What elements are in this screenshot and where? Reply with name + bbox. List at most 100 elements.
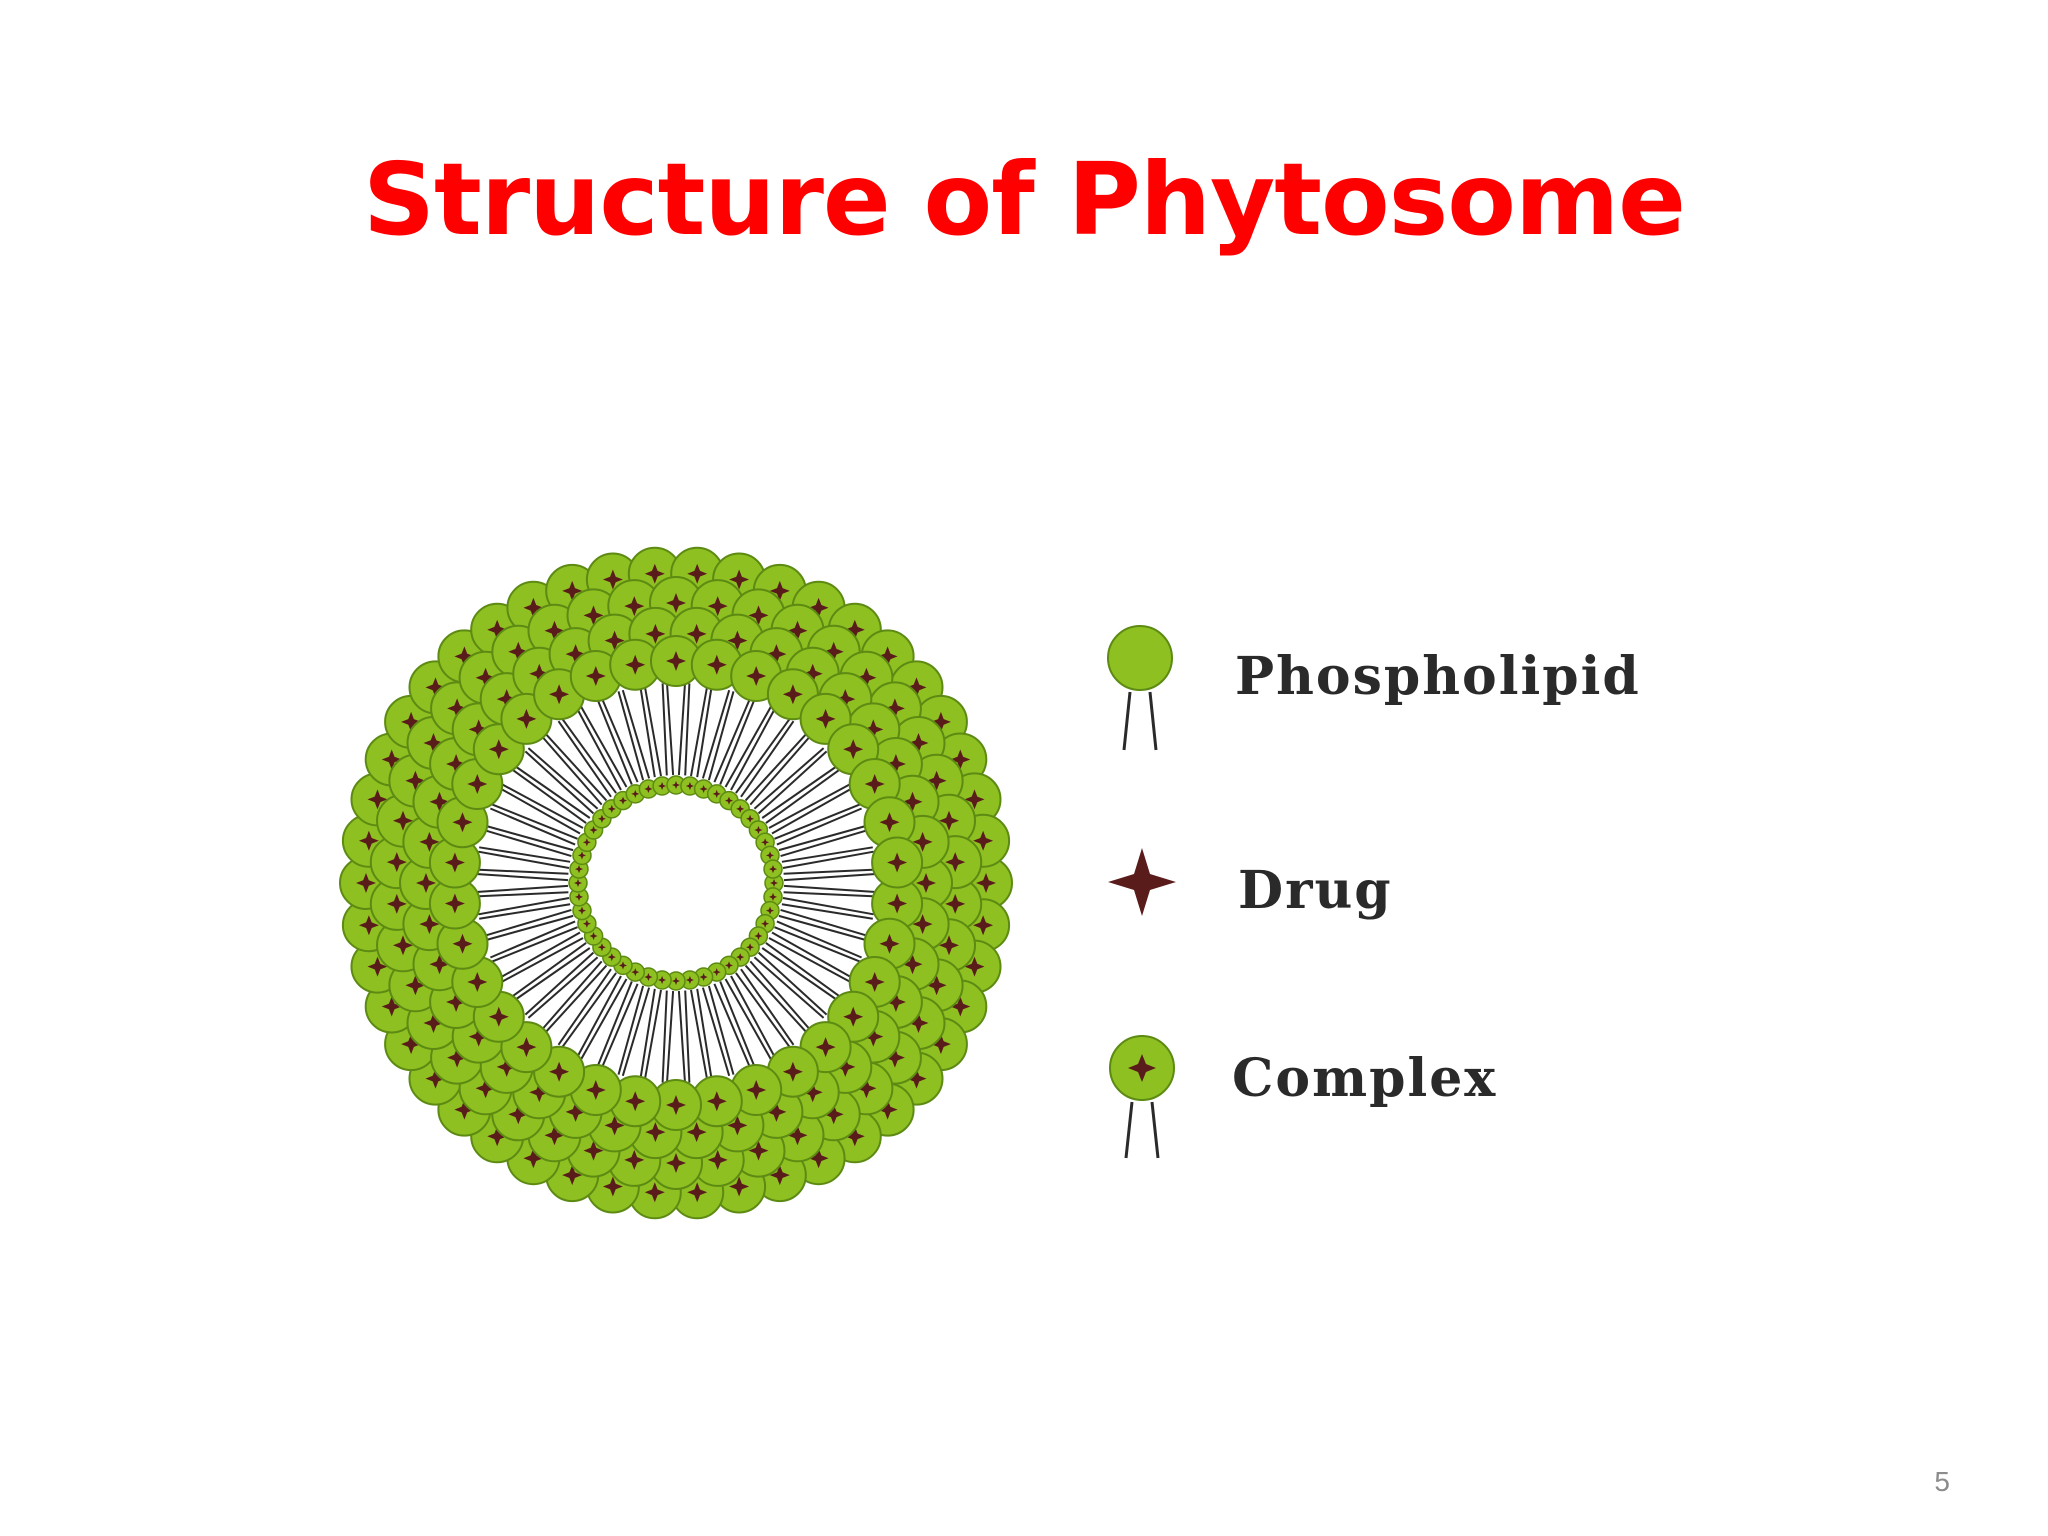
drug-star-icon — [562, 1165, 583, 1186]
drug-star-icon — [358, 915, 379, 936]
drug-star-icon — [856, 1078, 877, 1099]
drug-star-icon — [769, 1165, 790, 1186]
lipid-tail — [707, 691, 735, 781]
lipid-tail — [490, 807, 576, 846]
drug-star-icon — [624, 1149, 645, 1170]
drug-star-icon — [706, 1091, 727, 1112]
drug-star-icon — [401, 711, 422, 732]
lipid-tail — [768, 783, 851, 829]
drug-star-icon — [964, 789, 985, 810]
drug-star-icon — [645, 623, 666, 644]
legend-item-phospholipid: Phospholipid — [1107, 625, 1639, 751]
drug-star-icon — [583, 605, 604, 626]
drug-star-icon — [644, 785, 653, 793]
lipid-tail — [780, 908, 870, 938]
legend-label-complex: Complex — [1232, 1048, 1497, 1109]
drug-star-icon — [766, 851, 774, 860]
drug-star-icon — [475, 1078, 496, 1099]
drug-star-icon — [802, 1082, 823, 1103]
lipid-tail — [476, 868, 569, 875]
phospholipid-icon — [1107, 625, 1173, 751]
drug-star-icon — [666, 1095, 686, 1115]
drug-star-icon — [823, 1104, 844, 1125]
drug-star-icon — [950, 996, 971, 1017]
lipid-tail — [707, 985, 735, 1075]
drug-star-icon — [687, 1182, 708, 1203]
lipid-tail — [757, 951, 828, 1016]
drug-star-icon — [565, 644, 586, 665]
drug-star-icon — [973, 830, 994, 851]
drug-star-icon — [912, 914, 933, 935]
lipid-tail — [479, 903, 571, 920]
drug-star-icon — [631, 968, 640, 977]
lipid-tail — [690, 685, 709, 777]
lipid-tail — [781, 903, 873, 920]
drug-star-icon — [672, 977, 680, 985]
drug-star-icon — [549, 1061, 570, 1082]
drug-star-icon — [706, 654, 727, 675]
lipid-tail — [478, 897, 570, 916]
drug-star-icon — [386, 852, 407, 873]
drug-star-icon — [906, 677, 927, 698]
drug-star-icon — [885, 754, 906, 774]
drug-star-icon — [864, 774, 885, 794]
lipid-tail — [666, 683, 675, 776]
lipid-tail — [778, 914, 868, 942]
lipid-tail — [639, 988, 656, 1080]
drug-star-icon — [906, 1068, 927, 1089]
drug-star-icon — [815, 708, 836, 729]
lipid-tail — [768, 937, 851, 983]
lipid-tail — [499, 787, 581, 835]
drug-star-icon — [467, 774, 488, 794]
lipid-tail — [643, 989, 662, 1081]
drug-star-icon — [585, 1080, 606, 1100]
drug-star-icon — [973, 915, 994, 936]
drug-star-icon — [419, 914, 440, 935]
lipid-tail — [783, 868, 876, 875]
lipid-tail — [561, 972, 617, 1048]
drug-star-icon — [393, 935, 413, 956]
drug-star-icon — [488, 1006, 509, 1027]
drug-star-icon — [574, 879, 582, 887]
lipid-tail — [482, 828, 572, 858]
lipid-tail — [482, 908, 572, 938]
lipid-tail — [774, 803, 861, 840]
lipid-tail — [753, 747, 825, 810]
lipid-tail — [478, 850, 570, 869]
lipid-tail — [543, 731, 608, 802]
drug-star-icon — [386, 893, 407, 914]
drug-star-icon — [575, 892, 583, 901]
drug-star-icon — [631, 789, 640, 798]
lipid-tail — [782, 897, 874, 916]
lipid-tail — [781, 846, 873, 863]
drug-star-icon — [761, 838, 770, 847]
drug-star-icon — [727, 1115, 748, 1136]
drug-star-icon — [964, 956, 985, 977]
drug-star-icon — [544, 1125, 565, 1146]
drug-star-icon — [729, 1176, 750, 1197]
legend: Phospholipid Drug Complex — [1107, 625, 1639, 1159]
drug-star-icon — [926, 770, 947, 791]
drug-star-icon — [908, 733, 929, 753]
legend-item-drug: Drug — [1108, 848, 1391, 921]
lipid-tail — [513, 764, 591, 819]
lipid-tail — [776, 807, 862, 846]
drug-star-icon — [912, 831, 933, 852]
lipid-tail — [621, 987, 651, 1077]
lipid-tail — [774, 926, 861, 963]
lipid-tail — [765, 768, 841, 824]
lipid-tail — [596, 981, 633, 1068]
drug-star-icon — [766, 644, 787, 665]
drug-star-icon — [884, 698, 905, 719]
lipid-tail — [561, 718, 617, 794]
drug-star-icon — [602, 569, 623, 590]
drug-star-icon — [887, 893, 908, 914]
drug-star-icon — [367, 956, 388, 977]
drug-star-icon — [712, 968, 721, 977]
lipid-tail — [690, 989, 709, 1081]
lipid-tail — [580, 978, 628, 1060]
drug-star-icon — [454, 1099, 475, 1120]
drug-star-icon — [877, 1099, 898, 1120]
lipid-tail — [501, 783, 584, 829]
drug-star-icon — [725, 796, 733, 805]
